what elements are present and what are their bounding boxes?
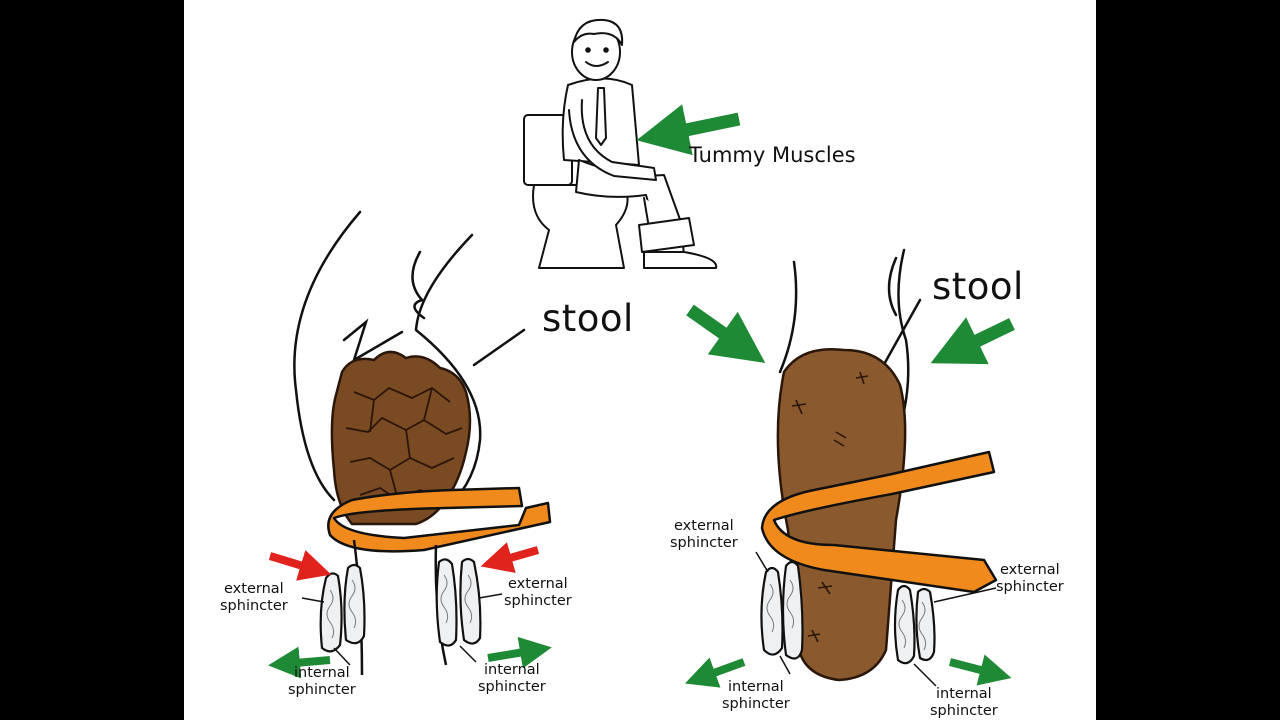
left-int-leader-a bbox=[333, 647, 351, 666]
release-arrow-right-b-icon bbox=[948, 654, 1012, 686]
bowel-movement-diagram bbox=[268, 18, 1015, 688]
person-tie bbox=[595, 87, 607, 146]
push-arrows bbox=[636, 104, 1015, 365]
person-on-toilet bbox=[523, 18, 718, 269]
right-muscle-band bbox=[760, 450, 998, 594]
tummy-arrow-icon bbox=[636, 104, 741, 156]
person-arm bbox=[568, 99, 657, 181]
right-ext-leader-a bbox=[755, 551, 769, 573]
tummy-muscles-label: Tummy Muscles bbox=[689, 143, 856, 167]
left-stool-pointer bbox=[472, 328, 526, 367]
left-sphincter-pads bbox=[319, 557, 482, 653]
push-arrow-right-icon bbox=[930, 317, 1015, 365]
right-wing-detail bbox=[887, 256, 898, 317]
person-eye-left bbox=[585, 47, 591, 53]
person-smile bbox=[585, 61, 609, 67]
left-muscle-band bbox=[327, 486, 552, 553]
person-shoes bbox=[643, 251, 718, 269]
right-rectum-outline-left bbox=[778, 260, 798, 374]
left-ext-leader-b bbox=[478, 593, 503, 599]
right-rectum-outline-right bbox=[897, 248, 910, 422]
stool-label-right: stool bbox=[932, 265, 1024, 308]
left-wing-detail bbox=[411, 250, 426, 320]
left-int-leader-b bbox=[459, 645, 477, 663]
release-arrow-right-a-icon bbox=[684, 657, 746, 688]
right-stool-pointer bbox=[880, 298, 922, 370]
person-eye-right bbox=[603, 47, 609, 53]
left-stool-hard bbox=[330, 350, 472, 526]
person-trousers-rolled bbox=[638, 217, 695, 253]
push-arrow-left-icon bbox=[686, 304, 766, 363]
right-sphincter-texture bbox=[766, 579, 927, 651]
right-int-leader-b bbox=[913, 663, 937, 687]
squeeze-arrow-left-icon bbox=[268, 550, 332, 581]
left-rectum-diagram bbox=[268, 210, 552, 679]
right-sphincter-pads bbox=[760, 560, 936, 665]
left-rectum-outline-right bbox=[414, 233, 482, 507]
right-int-leader-a bbox=[779, 655, 791, 675]
right-stool-soft bbox=[776, 348, 907, 682]
left-fold-line bbox=[342, 318, 404, 363]
right-rectum-diagram bbox=[684, 248, 1012, 688]
squeeze-arrow-right-icon bbox=[480, 542, 540, 573]
stool-label-left: stool bbox=[542, 297, 634, 340]
left-rectum-outline-left bbox=[293, 210, 362, 502]
person-hair bbox=[573, 18, 624, 46]
left-ext-leader-a bbox=[301, 597, 325, 603]
release-arrow-right-icon bbox=[487, 636, 552, 669]
release-arrow-left-icon bbox=[268, 646, 331, 679]
right-ext-leader-b bbox=[933, 587, 997, 603]
left-sphincter-texture bbox=[326, 574, 473, 639]
right-stool-marks bbox=[791, 371, 869, 643]
